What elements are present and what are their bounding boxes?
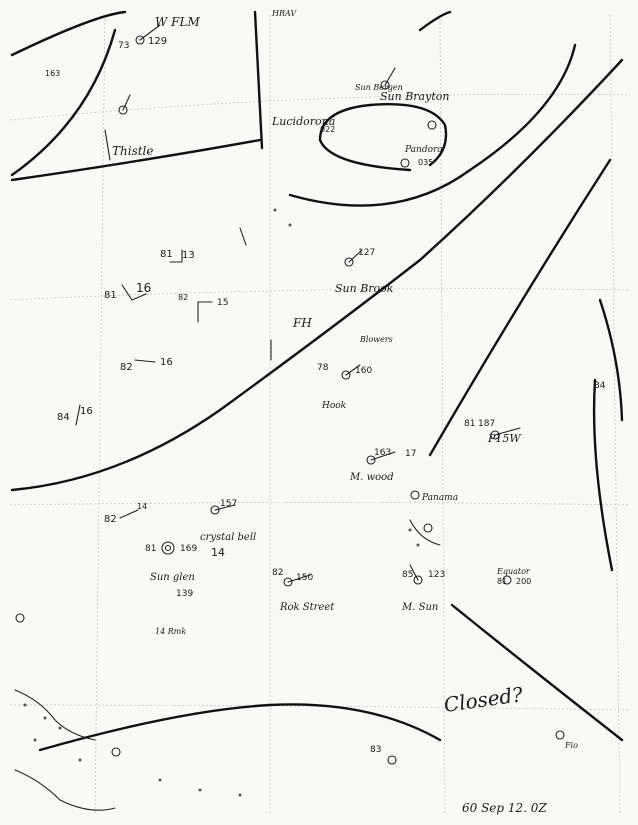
station-blowers: Blowers [359, 335, 393, 344]
station-fio: Fio [564, 741, 578, 750]
front-main-diagonal [10, 58, 624, 492]
pressure-9: 200 [516, 577, 531, 586]
front-top-left-sweep [10, 28, 117, 177]
station-models [15, 24, 565, 765]
temp-9: 81 [145, 544, 156, 554]
wind-14b: 14 [211, 546, 225, 559]
temp-10: 82 [272, 568, 283, 578]
closed-low [318, 103, 448, 172]
wind-16c: 16 [80, 406, 93, 417]
wind-barbs [75, 129, 272, 519]
front-right-edge [598, 298, 624, 422]
front-top-left-arc [10, 10, 127, 57]
wind-16: 16 [136, 281, 151, 295]
coastal-clutter [14, 208, 441, 811]
station-mewood: M. wood [349, 472, 394, 483]
temp-3: 81 [104, 290, 117, 301]
temp-14: 78 [317, 363, 329, 373]
station-sun-bergen: Sun Bergen [355, 83, 403, 92]
temp-6: 84 [57, 412, 70, 423]
pressure-7: 150 [296, 573, 313, 583]
station-lucidorona: Lucidorona [271, 115, 335, 128]
pressure-6: 169 [180, 544, 197, 554]
temp-11: 85 [402, 570, 413, 580]
station-m-sun: M. Sun [401, 602, 438, 613]
pressure-14: 035 [418, 158, 433, 167]
pressure-4: 163 [374, 448, 391, 458]
annotation-fh: FH [292, 316, 312, 330]
station-pandora: Pandora [404, 145, 443, 155]
fronts [10, 10, 624, 752]
station-hook: Hook [321, 401, 346, 411]
grid-lines [9, 14, 631, 816]
pressure-5: 157 [220, 499, 237, 509]
front-vertical-line [253, 10, 264, 150]
temp-7: 84 [594, 381, 606, 391]
station-sun-brayton: Sun Brayton [380, 90, 449, 103]
wind-13: 13 [182, 250, 195, 261]
front-far-right [592, 378, 614, 572]
temp-4: 82 [178, 293, 188, 302]
station-panama: Panama [421, 493, 458, 503]
annotation-high-mark: 81 [464, 419, 475, 429]
pressure-2: 127 [358, 248, 375, 258]
station-thistle: Thistle [112, 144, 154, 158]
annotation-date-stamp: 60 Sep 12. 0Z [462, 801, 547, 815]
temp-12: 81 [497, 577, 507, 586]
temp-5: 82 [120, 362, 133, 373]
wind-17: 17 [405, 449, 416, 459]
label-top-center: HRAV [271, 9, 297, 18]
station-crystal-bell: crystal bell [200, 532, 256, 543]
pressure-12: 163 [45, 69, 60, 78]
temp-1: 73 [118, 41, 129, 51]
annotation-p15w: P15W [487, 432, 522, 445]
wind-14: 14 [137, 502, 147, 511]
pressure-11: 139 [176, 589, 193, 599]
front-shear-line [10, 138, 262, 182]
station-sun-glen: Sun glen [150, 572, 195, 583]
pressure-1: 129 [148, 36, 167, 47]
station-rock-street: Rok Street [279, 602, 335, 613]
pressure-3: 160 [355, 366, 372, 376]
pressure-13: 022 [320, 125, 335, 134]
wind-15: 15 [217, 298, 228, 308]
front-top-right-line [418, 10, 452, 32]
station-sun-brook: Sun Brook [335, 282, 394, 295]
wind-16b: 16 [160, 357, 173, 368]
front-lower-right [450, 603, 624, 742]
front-right-arc [288, 43, 577, 207]
pressure-10: 187 [478, 419, 495, 429]
front-lower-diagonal [428, 158, 612, 457]
temp-13: 83 [370, 745, 381, 755]
station-equator: Equator [496, 567, 531, 576]
temp-8: 82 [104, 514, 117, 525]
front-bottom-arc [38, 703, 442, 752]
station-vessel-14: 14 Rmk [155, 627, 186, 636]
label-top-left: W FLM [155, 15, 200, 29]
annotation-closed: Closed? [442, 682, 524, 717]
pressure-8: 123 [428, 570, 445, 580]
temp-2: 81 [160, 249, 173, 260]
